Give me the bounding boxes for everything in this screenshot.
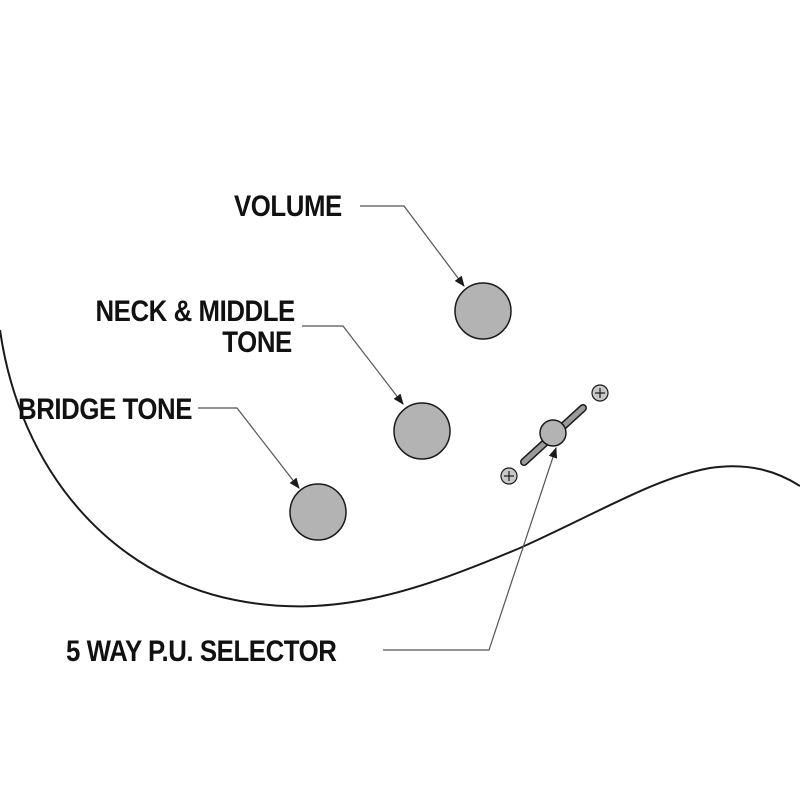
pickup-selector-leader-line (383, 446, 558, 651)
pickup-selector-label: 5 WAY P.U. SELECTOR (66, 635, 337, 668)
selector-tip (539, 419, 567, 447)
volume-knob[interactable] (454, 282, 512, 340)
neck-middle-tone-knob[interactable] (393, 402, 451, 460)
screw-icon (500, 467, 518, 485)
screw-icon (591, 384, 609, 402)
neck-middle-tone-label: NECK & MIDDLE (95, 295, 296, 328)
bridge-tone-label: BRIDGE TONE (18, 393, 192, 426)
pickup-selector-switch[interactable] (520, 404, 587, 466)
neck-middle-tone-leader-line (302, 325, 404, 405)
bridge-tone-knob[interactable] (289, 483, 347, 541)
neck-middle-tone-label-line2: TONE (222, 326, 293, 359)
guitar-body-outline (0, 329, 800, 608)
bridge-tone-leader-line (198, 407, 300, 489)
volume-leader-line (360, 205, 465, 287)
volume-label: VOLUME (234, 190, 342, 223)
